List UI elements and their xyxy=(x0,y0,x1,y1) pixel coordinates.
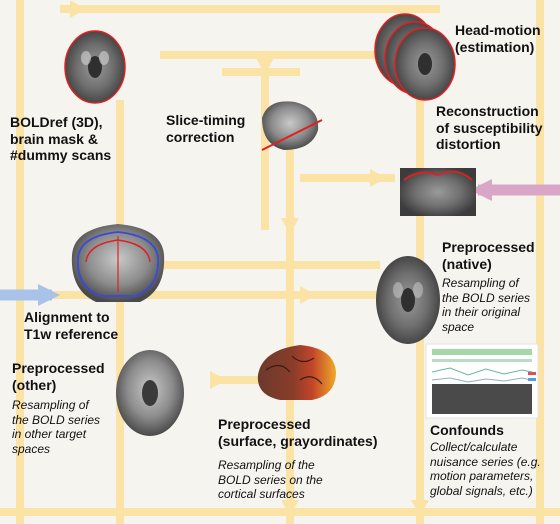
arrowheads xyxy=(70,0,429,516)
t1w-label: Alignment to T1w reference xyxy=(24,309,119,342)
confounds-label: Confounds xyxy=(430,422,504,438)
input-arrows xyxy=(0,179,560,306)
arrowhead-slice-down xyxy=(256,58,274,74)
other-label: Preprocessed (other) xyxy=(12,360,105,393)
arrowhead-surface-down xyxy=(281,500,299,516)
surface-label: Preprocessed (surface, grayordinates) xyxy=(218,416,378,449)
arrowhead-right-down xyxy=(411,500,429,516)
other-description: Resampling of the BOLD series in other t… xyxy=(12,398,101,456)
slice-timing-label: Slice-timing correction xyxy=(166,112,246,145)
other-brain-image xyxy=(116,350,184,436)
input-arrowhead-t1w xyxy=(38,284,60,306)
native-description: Resampling of the BOLD series in their o… xyxy=(442,276,531,334)
head-motion-label: Head-motion (estimation) xyxy=(455,22,541,55)
arrowhead-top xyxy=(70,0,86,18)
surface-brain-image xyxy=(257,345,336,400)
arrowhead-sdc xyxy=(370,169,386,187)
arrowhead-native-down xyxy=(281,218,299,234)
susceptibility-label: Reconstruction of susceptibility distort… xyxy=(436,103,543,152)
arrowhead-t1w xyxy=(300,286,316,304)
input-arrowhead-fieldmap xyxy=(470,179,492,201)
boldref-brain-image xyxy=(64,30,126,104)
susceptibility-brain-image xyxy=(400,168,476,216)
confounds-description: Collect/calculate nuisance series (e.g. … xyxy=(430,440,541,498)
t1w-brain-image xyxy=(71,224,165,302)
slice-timing-brain-image xyxy=(261,101,323,151)
head-motion-brain-stack xyxy=(374,13,456,101)
surface-description: Resampling of the BOLD series on the cor… xyxy=(218,458,323,501)
arrowhead-other xyxy=(210,371,226,389)
boldref-label: BOLDref (3D), brain mask & #dummy scans xyxy=(10,114,112,163)
native-label: Preprocessed (native) xyxy=(442,239,535,272)
native-brain-image xyxy=(376,256,440,344)
confounds-plot xyxy=(425,343,539,419)
